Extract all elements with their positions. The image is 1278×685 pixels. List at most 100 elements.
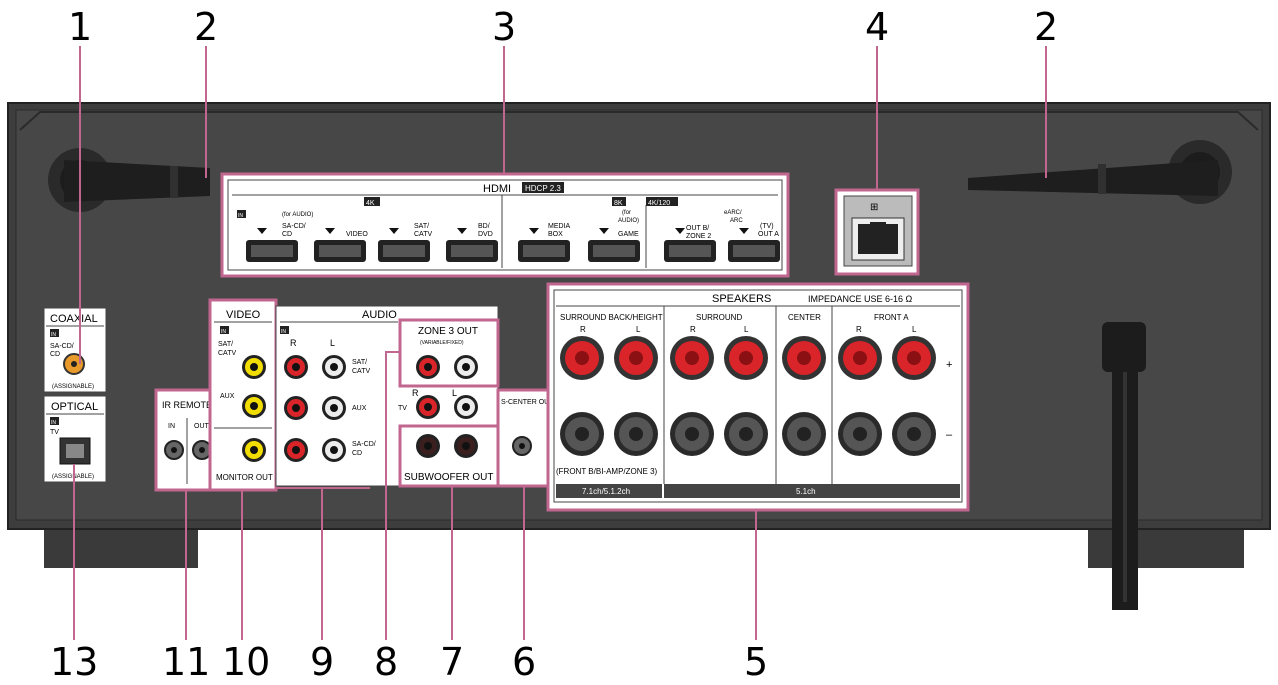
video-aux-jack[interactable]: [242, 394, 266, 418]
coaxial-section: COAXIAL IN SA-CD/ CD (ASSIGNABLE): [43, 307, 107, 393]
speaker-terminal-minus[interactable]: [670, 412, 714, 456]
lan-section: ⊞: [834, 188, 920, 276]
audio-sat-l-jack[interactable]: [322, 355, 346, 379]
hdmi-port[interactable]: [314, 228, 366, 262]
svg-text:SAT/: SAT/: [352, 359, 367, 366]
svg-text:SAT/: SAT/: [414, 223, 429, 230]
speaker-terminal-plus[interactable]: [670, 336, 714, 380]
hdmi-port[interactable]: [518, 228, 570, 262]
speaker-terminal-minus[interactable]: [892, 412, 936, 456]
speaker-terminal-plus[interactable]: [724, 336, 768, 380]
speaker-terminal-minus[interactable]: [782, 412, 826, 456]
svg-text:CATV: CATV: [352, 368, 370, 375]
speaker-terminal-minus[interactable]: [560, 412, 604, 456]
s-center-section: S-CENTER OUT: [496, 388, 554, 488]
svg-text:CATV: CATV: [414, 231, 432, 238]
audio-sacd-r-jack[interactable]: [284, 438, 308, 462]
speakers-section: SPEAKERS IMPEDANCE USE 6-16 Ω SURROUND B…: [546, 282, 970, 512]
svg-text:(ASSIGNABLE): (ASSIGNABLE): [52, 384, 94, 390]
zone3-l-jack[interactable]: [454, 355, 478, 379]
svg-text:(FRONT B/BI-AMP/ZONE 3): (FRONT B/BI-AMP/ZONE 3): [556, 467, 658, 476]
callout-10: 10: [222, 640, 270, 684]
svg-text:ZONE 2: ZONE 2: [686, 233, 711, 240]
callout-13: 13: [50, 640, 98, 684]
svg-text:7.1ch/5.1.2ch: 7.1ch/5.1.2ch: [582, 487, 630, 496]
subwoofer-1-jack[interactable]: [416, 434, 440, 458]
ir-remote-section: IR REMOTE IN OUT: [154, 388, 220, 492]
svg-text:BOX: BOX: [548, 231, 563, 238]
hdmi-port[interactable]: [728, 228, 780, 262]
callout-8: 8: [374, 640, 398, 684]
s-center-title: S-CENTER OUT: [501, 399, 554, 406]
speaker-terminal-plus[interactable]: [560, 336, 604, 380]
svg-text:VIDEO: VIDEO: [346, 231, 368, 238]
plus-label: +: [946, 359, 952, 371]
speaker-terminal-plus[interactable]: [782, 336, 826, 380]
svg-text:OUT: OUT: [194, 423, 210, 430]
svg-text:L: L: [912, 325, 917, 334]
svg-text:L: L: [636, 325, 641, 334]
svg-text:AUX: AUX: [220, 393, 235, 400]
speaker-terminal-minus[interactable]: [724, 412, 768, 456]
hdmi-port[interactable]: [246, 228, 298, 262]
svg-text:CD: CD: [282, 231, 292, 238]
svg-text:BD/: BD/: [478, 223, 490, 230]
audio-sacd-l-jack[interactable]: [322, 438, 346, 462]
speakers-title: SPEAKERS: [712, 293, 771, 305]
optical-title: OPTICAL: [51, 401, 98, 413]
svg-text:(for: (for: [622, 210, 631, 216]
svg-text:GAME: GAME: [618, 231, 639, 238]
audio-aux-r-jack[interactable]: [284, 396, 308, 420]
svg-text:ARC: ARC: [730, 218, 743, 224]
svg-text:R: R: [856, 325, 862, 334]
callout-5: 5: [744, 640, 768, 684]
right-foot: [1088, 528, 1244, 568]
svg-text:OUT A: OUT A: [758, 231, 779, 238]
svg-text:OUT B/: OUT B/: [686, 225, 709, 232]
svg-text:L: L: [744, 325, 749, 334]
right-antenna[interactable]: [968, 140, 1232, 204]
audio-aux-l-jack[interactable]: [322, 396, 346, 420]
svg-text:eARC/: eARC/: [724, 210, 742, 216]
zone3-title: ZONE 3 OUT: [418, 326, 478, 337]
callout-11: 11: [162, 640, 210, 684]
svg-text:CD: CD: [352, 450, 362, 457]
zone3-tv-r-jack[interactable]: [416, 395, 440, 419]
audio-sat-r-jack[interactable]: [284, 355, 308, 379]
network-icon: ⊞: [870, 202, 878, 213]
subwoofer-section: SUBWOOFER OUT: [398, 424, 500, 488]
zone3-r-jack[interactable]: [416, 355, 440, 379]
callout-2-right: 2: [1034, 5, 1058, 49]
audio-title: AUDIO: [362, 309, 397, 321]
svg-text:MONITOR OUT: MONITOR OUT: [216, 473, 273, 482]
subwoofer-title: SUBWOOFER OUT: [404, 472, 493, 483]
callout-6: 6: [512, 640, 536, 684]
svg-text:SA-CD/: SA-CD/: [352, 441, 376, 448]
speaker-terminal-plus[interactable]: [838, 336, 882, 380]
speaker-terminal-plus[interactable]: [892, 336, 936, 380]
video-section: VIDEO IN SAT/ CATV AUX MONITOR OUT: [208, 298, 278, 492]
hdmi-port[interactable]: [588, 228, 640, 262]
svg-text:AUX: AUX: [352, 405, 367, 412]
speaker-terminal-minus[interactable]: [838, 412, 882, 456]
svg-text:SURROUND BACK/HEIGHT: SURROUND BACK/HEIGHT: [560, 313, 663, 322]
monitor-out-jack[interactable]: [242, 438, 266, 462]
svg-text:L: L: [452, 388, 457, 398]
svg-text:R: R: [580, 325, 586, 334]
hdmi-port[interactable]: [446, 228, 498, 262]
video-sat-jack[interactable]: [242, 355, 266, 379]
subwoofer-2-jack[interactable]: [454, 434, 478, 458]
badge-8k: 8K: [614, 200, 623, 207]
svg-text:CATV: CATV: [218, 350, 236, 357]
badge-4k120: 4K/120: [648, 200, 670, 207]
speaker-terminal-minus[interactable]: [614, 412, 658, 456]
svg-text:IN: IN: [168, 423, 175, 430]
svg-text:AUDIO): AUDIO): [618, 218, 639, 224]
left-antenna[interactable]: [48, 148, 210, 212]
hdmi-port[interactable]: [378, 228, 430, 262]
hdmi-port[interactable]: [664, 228, 716, 262]
zone3-tv-l-jack[interactable]: [454, 395, 478, 419]
svg-text:CD: CD: [50, 351, 60, 358]
speaker-terminal-plus[interactable]: [614, 336, 658, 380]
